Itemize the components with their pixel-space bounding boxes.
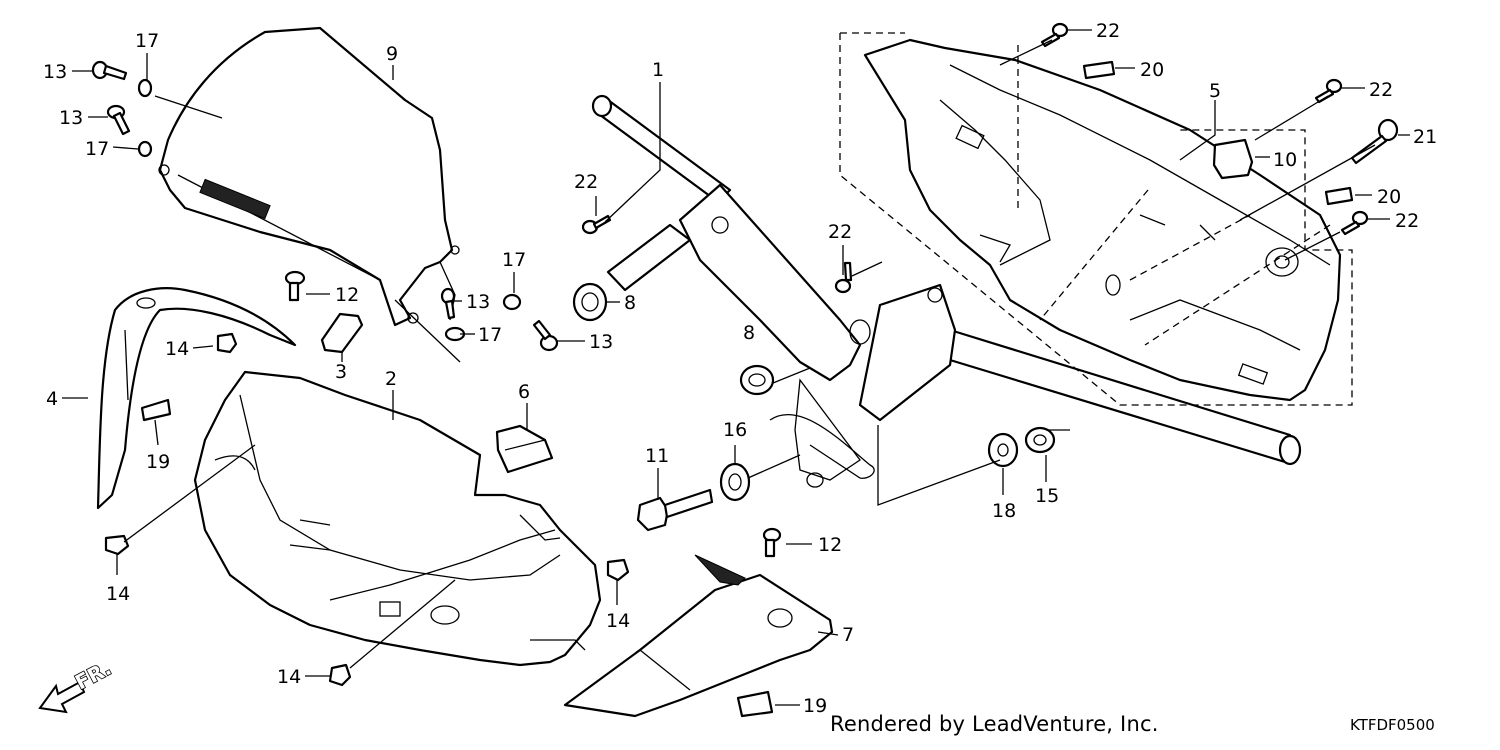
clip-14d[interactable] bbox=[328, 663, 352, 687]
assembly-outline bbox=[839, 32, 1353, 506]
callout-13c: 13 bbox=[466, 291, 490, 313]
callout-7: 7 bbox=[842, 624, 854, 646]
callout-20a: 20 bbox=[1140, 59, 1164, 81]
callout-5: 5 bbox=[1209, 80, 1221, 102]
screw-22e[interactable] bbox=[834, 261, 853, 294]
callout-21: 21 bbox=[1413, 126, 1437, 148]
callout-20b: 20 bbox=[1377, 186, 1401, 208]
clip-14c[interactable] bbox=[606, 558, 630, 582]
cap-part[interactable] bbox=[1212, 138, 1254, 180]
washer-17b[interactable] bbox=[137, 140, 153, 158]
callout-10: 10 bbox=[1273, 149, 1297, 171]
screw-13d[interactable] bbox=[532, 319, 559, 352]
nut-part[interactable] bbox=[1024, 426, 1056, 454]
screw-22c[interactable] bbox=[1340, 210, 1369, 236]
nut-20a[interactable] bbox=[1082, 60, 1116, 80]
callout-17b: 17 bbox=[85, 138, 109, 160]
clip-14a[interactable] bbox=[216, 332, 238, 354]
screw-22d[interactable] bbox=[581, 214, 612, 235]
callout-17a: 17 bbox=[135, 30, 159, 52]
callout-12a: 12 bbox=[335, 284, 359, 306]
rear-cover-part[interactable] bbox=[863, 38, 1342, 402]
callout-14c: 14 bbox=[606, 610, 630, 632]
collar-part[interactable] bbox=[719, 462, 751, 502]
handlebar-part[interactable] bbox=[591, 94, 1302, 488]
bracket-part[interactable] bbox=[495, 424, 554, 474]
callout-8a: 8 bbox=[624, 292, 636, 314]
bolt-21[interactable] bbox=[1350, 118, 1399, 165]
side-trim-part[interactable] bbox=[96, 287, 297, 510]
nut-20b[interactable] bbox=[1324, 186, 1354, 206]
callout-9: 9 bbox=[386, 43, 398, 65]
callout-13d: 13 bbox=[589, 331, 613, 353]
callout-14d: 14 bbox=[277, 666, 301, 688]
callout-22c: 22 bbox=[1395, 210, 1419, 232]
callout-6: 6 bbox=[518, 381, 530, 403]
screw-22b[interactable] bbox=[1314, 78, 1343, 104]
callout-16: 16 bbox=[723, 419, 747, 441]
screw-13c[interactable] bbox=[440, 287, 456, 320]
bolt-part[interactable] bbox=[636, 488, 714, 532]
callout-2: 2 bbox=[385, 368, 397, 390]
callout-12b: 12 bbox=[818, 534, 842, 556]
credit-text: Rendered by LeadVenture, Inc. bbox=[830, 712, 1159, 736]
rubber-mount-part[interactable] bbox=[572, 282, 775, 396]
callout-1: 1 bbox=[652, 59, 664, 81]
callout-17c: 17 bbox=[502, 249, 526, 271]
lower-cover-part[interactable] bbox=[563, 554, 834, 718]
diagram-code: KTFDF0500 bbox=[1350, 716, 1435, 734]
callout-18: 18 bbox=[992, 500, 1016, 522]
washer-17c[interactable] bbox=[502, 293, 522, 311]
front-cover-part[interactable] bbox=[193, 370, 602, 667]
callout-8b: 8 bbox=[743, 322, 755, 344]
callout-14a: 14 bbox=[165, 338, 189, 360]
callout-22a: 22 bbox=[1096, 20, 1120, 42]
callout-3: 3 bbox=[335, 361, 347, 383]
callout-22d: 22 bbox=[574, 171, 598, 193]
callout-19a: 19 bbox=[146, 451, 170, 473]
clip-14b[interactable] bbox=[104, 534, 130, 556]
callout-19b: 19 bbox=[803, 695, 827, 717]
callout-15: 15 bbox=[1035, 485, 1059, 507]
callout-labels: 1 2 3 4 5 6 7 8 8 9 10 11 12 12 13 13 13… bbox=[43, 20, 1437, 717]
screw-13b[interactable] bbox=[106, 104, 131, 136]
grommet-12b[interactable] bbox=[762, 527, 782, 558]
callout-4: 4 bbox=[46, 388, 58, 410]
clip-part[interactable] bbox=[320, 312, 364, 354]
nut-19a[interactable] bbox=[140, 398, 172, 422]
callout-22e: 22 bbox=[828, 221, 852, 243]
screw-13a[interactable] bbox=[91, 60, 128, 81]
washer-part[interactable] bbox=[987, 432, 1019, 468]
grommet-12a[interactable] bbox=[284, 270, 306, 302]
callout-11: 11 bbox=[645, 445, 669, 467]
callout-17d: 17 bbox=[478, 324, 502, 346]
front-direction-arrow-icon: FR. bbox=[38, 655, 116, 714]
leader-lines bbox=[62, 29, 1410, 706]
nut-19b[interactable] bbox=[736, 690, 774, 718]
callout-13a: 13 bbox=[43, 61, 67, 83]
washer-17a[interactable] bbox=[137, 78, 153, 98]
callout-22b: 22 bbox=[1369, 79, 1393, 101]
callout-13b: 13 bbox=[59, 107, 83, 129]
callout-14b: 14 bbox=[106, 583, 130, 605]
